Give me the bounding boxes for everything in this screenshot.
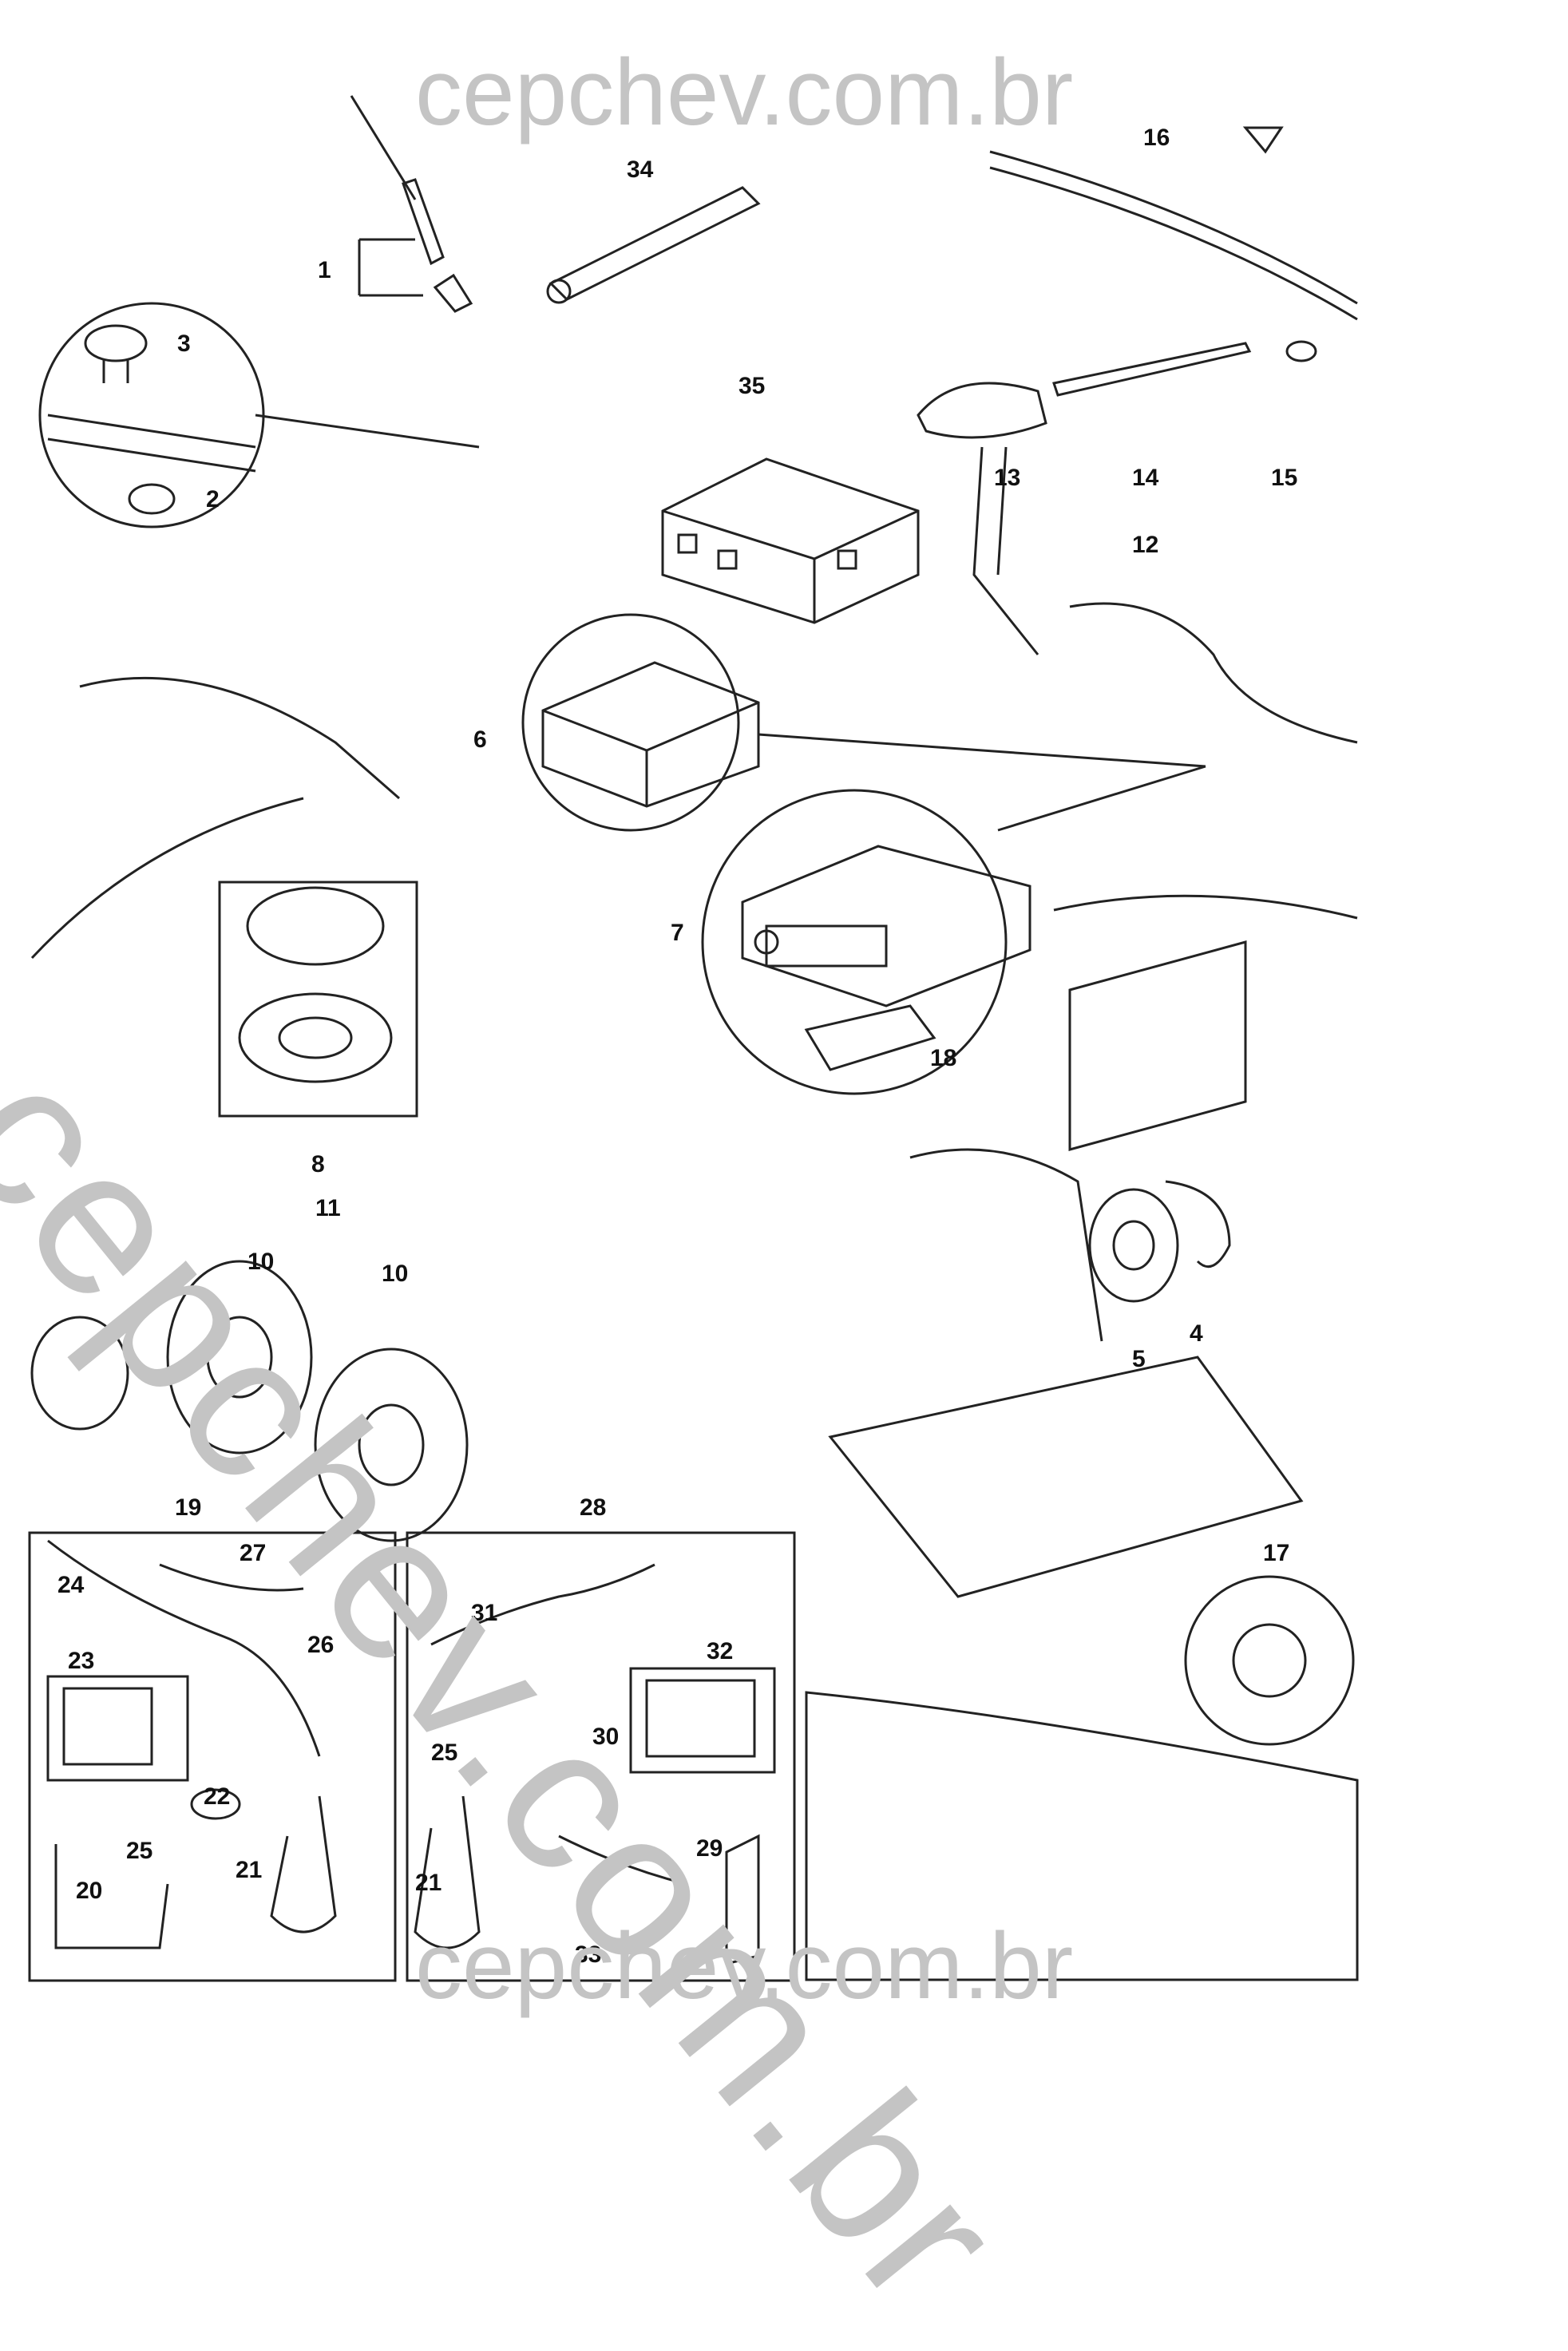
callout: 19 — [175, 1494, 201, 1521]
dashboard-outline — [1053, 602, 1358, 1151]
callout: 24 — [57, 1572, 85, 1598]
callout: 23 — [68, 1648, 94, 1674]
callout: 16 — [1143, 125, 1170, 151]
gps-kit-box-2 — [406, 1531, 796, 1982]
callout: 32 — [707, 1638, 733, 1664]
callout: 15 — [1271, 465, 1297, 491]
callout: 33 — [575, 1941, 601, 1968]
callout: 25 — [431, 1740, 457, 1766]
watermark-bottom: cepchev.com.br — [415, 1914, 1074, 2019]
callout: 11 — [315, 1195, 341, 1221]
callout: 1 — [318, 257, 331, 283]
gps-kit-box — [28, 1531, 397, 1982]
callout: 6 — [473, 726, 487, 753]
callout: 10 — [382, 1261, 408, 1287]
callout-labels: 1 2 3 34 35 16 13 14 15 12 6 7 18 8 11 1… — [57, 125, 1297, 1968]
roof-detail-circle — [38, 302, 480, 528]
watermark-top: cepchev.com.br — [415, 40, 1074, 145]
callout: 22 — [204, 1783, 230, 1810]
callout: 14 — [1132, 465, 1159, 491]
rear-speaker-box — [218, 881, 418, 1118]
callout: 8 — [311, 1151, 325, 1177]
callout: 10 — [247, 1249, 274, 1275]
callout: 31 — [471, 1600, 497, 1626]
callout: 20 — [76, 1878, 102, 1904]
callout: 13 — [994, 465, 1020, 491]
callout: 21 — [415, 1870, 441, 1896]
callout: 17 — [1263, 1540, 1289, 1566]
antenna-rod — [546, 186, 761, 304]
callout: 35 — [738, 373, 765, 399]
callout: 26 — [307, 1632, 334, 1658]
door-speaker-pair — [30, 1260, 469, 1542]
rear-body-outline — [30, 676, 400, 960]
callout: 29 — [696, 1835, 723, 1862]
radio-cage — [661, 457, 920, 624]
roof-antenna-base — [917, 342, 1252, 655]
callout: 28 — [580, 1494, 606, 1521]
callout: 4 — [1190, 1320, 1203, 1347]
parcel-shelf — [805, 1356, 1359, 1981]
callout: 7 — [671, 920, 684, 946]
antenna-mast — [350, 95, 473, 313]
callout: 27 — [240, 1540, 266, 1566]
callout: 30 — [592, 1724, 619, 1750]
radio-unit-circle — [521, 613, 1206, 832]
callout: 2 — [206, 486, 220, 513]
front-speaker — [909, 1148, 1231, 1342]
roof-outline — [989, 126, 1358, 362]
callout: 25 — [126, 1838, 152, 1864]
callout: 34 — [627, 156, 654, 183]
parts-diagram: 1 2 3 34 35 16 13 14 15 12 6 7 18 8 11 1… — [0, 40, 1359, 2349]
callout: 21 — [236, 1857, 262, 1883]
callout: 3 — [177, 330, 191, 357]
callout: 18 — [930, 1045, 956, 1071]
callout: 12 — [1132, 532, 1158, 558]
cd-player-circle — [701, 765, 1206, 1095]
callout: 5 — [1132, 1346, 1146, 1372]
